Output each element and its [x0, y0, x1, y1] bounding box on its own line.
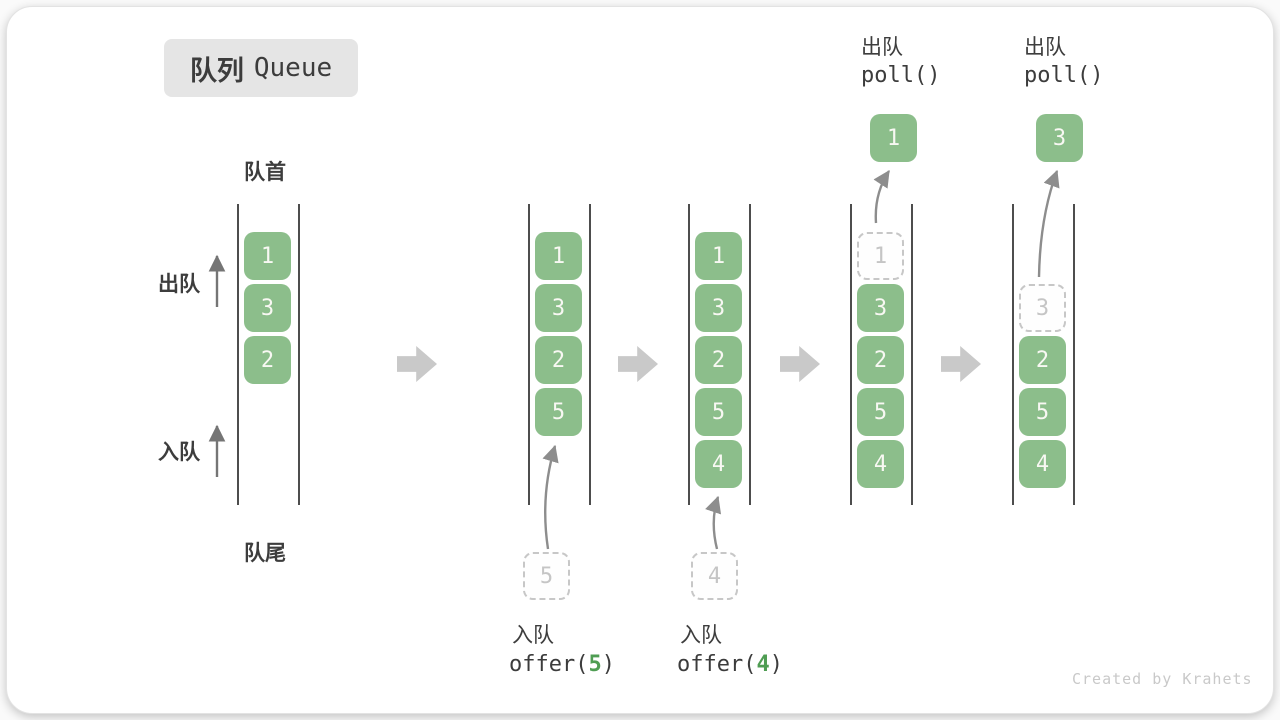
- title-zh: 队列: [189, 55, 244, 86]
- title-badge: 队列 Queue: [164, 39, 358, 97]
- queue-cell-5: 5: [695, 388, 742, 436]
- queue-right-rail: [911, 204, 913, 505]
- enqueue-op-code: offer(5): [509, 652, 615, 677]
- incoming-ghost-4: 4: [691, 552, 738, 600]
- queue-cell-ghost-1: 1: [857, 232, 904, 280]
- queue-cell-3: 3: [244, 284, 291, 332]
- queue-left-rail: [528, 204, 530, 505]
- dequeue-op-code: poll(): [1024, 63, 1104, 88]
- queue-cell-5: 5: [857, 388, 904, 436]
- queue-cell-3: 3: [857, 284, 904, 332]
- label-enqueue-side: 入队: [158, 441, 200, 464]
- dequeue-op-label: 出队: [1024, 36, 1066, 59]
- queue-cell-4: 4: [857, 440, 904, 488]
- label-queue-rear: 队尾: [244, 542, 286, 565]
- queue-cell-2: 2: [857, 336, 904, 384]
- queue-cell-1: 1: [535, 232, 582, 280]
- watermark: Created by Krahets: [1072, 670, 1253, 688]
- queue-cell-2: 2: [535, 336, 582, 384]
- queue-right-rail: [749, 204, 751, 505]
- queue-cell-2: 2: [1019, 336, 1066, 384]
- enqueue-op-label: 入队: [512, 624, 554, 647]
- queue-cell-ghost-3: 3: [1019, 284, 1066, 332]
- queue-right-rail: [1073, 204, 1075, 505]
- dequeue-op-code: poll(): [861, 63, 941, 88]
- popped-cell-3: 3: [1036, 114, 1083, 162]
- enqueue-op-code: offer(4): [677, 652, 783, 677]
- label-dequeue-side: 出队: [158, 273, 200, 296]
- dequeue-op-label: 出队: [861, 36, 903, 59]
- label-queue-front: 队首: [244, 161, 286, 184]
- queue-cell-3: 3: [535, 284, 582, 332]
- queue-cell-5: 5: [1019, 388, 1066, 436]
- queue-cell-2: 2: [695, 336, 742, 384]
- queue-cell-5: 5: [535, 388, 582, 436]
- queue-right-rail: [298, 204, 300, 505]
- title-en: Queue: [253, 53, 333, 83]
- queue-left-rail: [850, 204, 852, 505]
- incoming-ghost-5: 5: [523, 552, 570, 600]
- queue-left-rail: [688, 204, 690, 505]
- queue-cell-1: 1: [244, 232, 291, 280]
- queue-right-rail: [589, 204, 591, 505]
- queue-cell-4: 4: [695, 440, 742, 488]
- queue-cell-2: 2: [244, 336, 291, 384]
- queue-left-rail: [1012, 204, 1014, 505]
- enqueue-op-label: 入队: [680, 624, 722, 647]
- popped-cell-1: 1: [870, 114, 917, 162]
- queue-cell-4: 4: [1019, 440, 1066, 488]
- queue-cell-3: 3: [695, 284, 742, 332]
- queue-cell-1: 1: [695, 232, 742, 280]
- queue-left-rail: [237, 204, 239, 505]
